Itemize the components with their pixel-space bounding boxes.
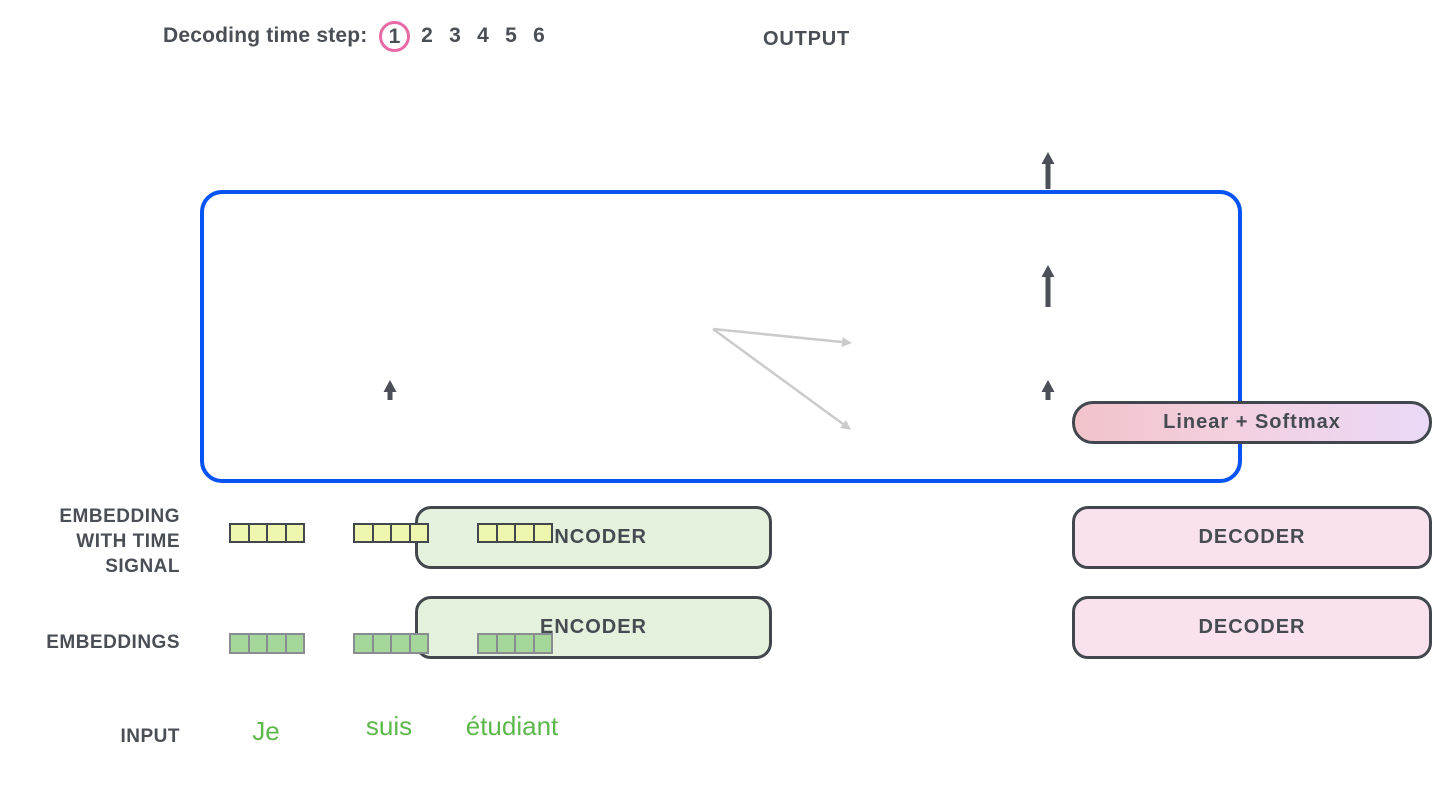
decoder-label: DECODER	[1198, 526, 1306, 548]
vector-cell	[374, 635, 392, 652]
vector-cell	[250, 525, 268, 541]
decoding-step-1[interactable]: 1	[379, 20, 410, 52]
vector-cell	[268, 525, 287, 541]
embedding-with-time-signal-label: EMBEDDING WITH TIME SIGNAL	[59, 506, 180, 577]
vector-cell	[355, 635, 374, 652]
embeddings-label: EMBEDDINGS	[46, 632, 180, 653]
vector-cell	[392, 525, 411, 541]
decoding-step-6[interactable]: 6	[533, 24, 545, 47]
vector-cell	[231, 525, 250, 541]
encoder-label: ENCODER	[539, 616, 647, 638]
time-signal-vector	[353, 523, 429, 543]
encoder-box-bottom: ENCODER	[415, 596, 772, 659]
vector-cell	[479, 635, 498, 652]
vector-cell	[535, 525, 552, 541]
vector-cell	[287, 635, 304, 652]
vector-cell	[287, 525, 304, 541]
decoding-step-3[interactable]: 3	[449, 24, 461, 47]
encoder-label: ENCODER	[539, 526, 647, 548]
linear-softmax-box: Linear + Softmax	[1072, 401, 1432, 444]
vector-cell	[498, 525, 516, 541]
time-signal-vector	[477, 523, 553, 543]
time-signal-vector	[229, 523, 305, 543]
vector-cell	[392, 635, 411, 652]
decoder-box-bottom: DECODER	[1072, 596, 1432, 659]
vector-cell	[411, 635, 428, 652]
decoding-time-step-label: Decoding time step:	[163, 24, 368, 47]
vector-cell	[231, 635, 250, 652]
vector-cell	[498, 635, 516, 652]
vector-cell	[355, 525, 374, 541]
decoder-box-top: DECODER	[1072, 506, 1432, 569]
model-container: ENCODER ENCODER DECODER DECODER Linear +…	[200, 190, 1432, 659]
decoder-label: DECODER	[1198, 616, 1306, 638]
vector-cell	[479, 525, 498, 541]
linear-softmax-label: Linear + Softmax	[1163, 411, 1341, 433]
vector-cell	[374, 525, 392, 541]
input-word-etudiant: étudiant	[465, 711, 559, 741]
vector-cell	[411, 525, 428, 541]
decoding-step-2[interactable]: 2	[421, 24, 433, 47]
input-word-je: Je	[252, 716, 280, 746]
output-label: OUTPUT	[763, 28, 851, 50]
input-label: INPUT	[120, 726, 180, 747]
vector-cell	[516, 525, 535, 541]
vector-cell	[516, 635, 535, 652]
input-word-suis: suis	[365, 711, 413, 741]
encoder-box-top: ENCODER	[415, 506, 772, 569]
embedding-vector	[477, 633, 553, 654]
decoding-step-4[interactable]: 4	[477, 24, 489, 47]
decoding-step-5[interactable]: 5	[505, 24, 517, 47]
vector-cell	[250, 635, 268, 652]
vector-cell	[535, 635, 552, 652]
embedding-vector	[353, 633, 429, 654]
vector-cell	[268, 635, 287, 652]
embedding-vector	[229, 633, 305, 654]
